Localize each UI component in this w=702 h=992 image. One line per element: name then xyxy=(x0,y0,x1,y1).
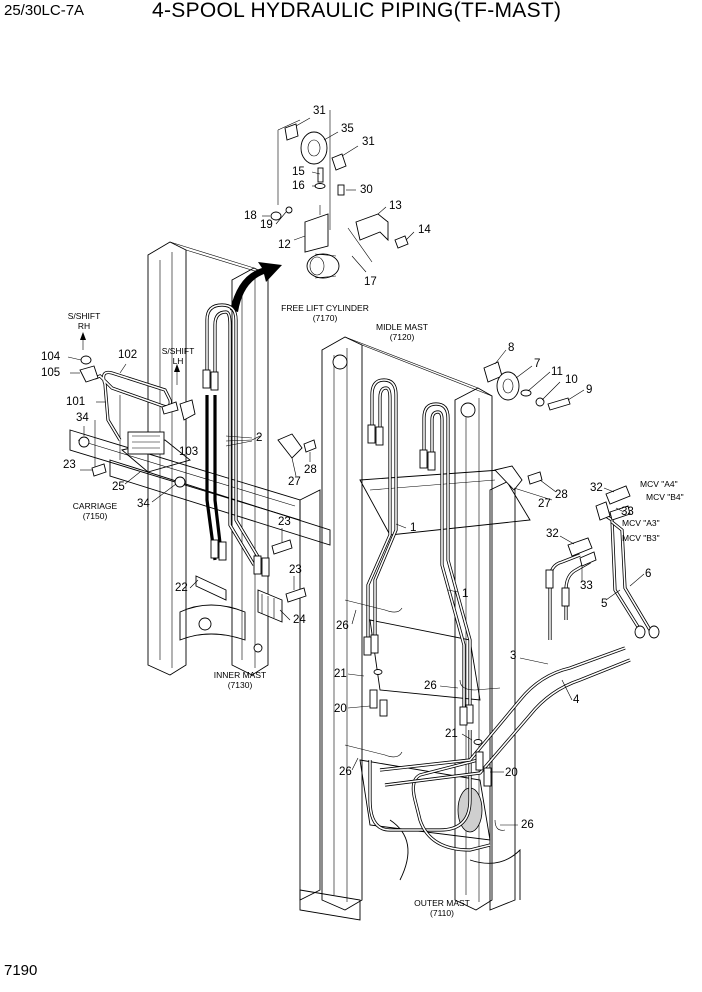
callout-105: 105 xyxy=(41,367,61,379)
free-lift-cylinder-caption: FREE LIFT CYLINDER (7170) xyxy=(270,303,380,323)
midle-mast-caption: MIDLE MAST (7120) xyxy=(362,322,442,342)
callout-34: 34 xyxy=(137,498,150,510)
leader-lines xyxy=(67,117,645,826)
outer-mast-code: (7110) xyxy=(430,908,454,918)
callout-17: 17 xyxy=(364,276,377,288)
mcv-b3-label: MCV "B3" xyxy=(622,533,660,543)
inner-mast-code: (7130) xyxy=(227,680,253,690)
callout-26: 26 xyxy=(521,819,534,831)
callout-9: 9 xyxy=(586,384,593,396)
callout-23: 23 xyxy=(289,564,302,576)
carriage-caption: CARRIAGE (7150) xyxy=(60,501,130,521)
callout-21: 21 xyxy=(334,668,347,680)
callout-12: 12 xyxy=(278,239,291,251)
callout-23: 23 xyxy=(278,516,291,528)
sshift-rh-label: S/SHIFT xyxy=(67,311,101,321)
callout-3: 3 xyxy=(510,650,517,662)
callout-18: 18 xyxy=(244,210,257,222)
callout-21: 21 xyxy=(445,728,458,740)
callout-34: 34 xyxy=(76,412,89,424)
lower-hoses xyxy=(344,485,660,852)
sshift-rh-side: RH xyxy=(77,321,91,331)
sshift-lh-caption: S/SHIFT LH xyxy=(156,346,200,366)
callout-20: 20 xyxy=(505,767,518,779)
callout-103: 103 xyxy=(179,446,199,458)
callout-1: 1 xyxy=(462,588,469,600)
callout-24: 24 xyxy=(293,614,306,626)
callout-5: 5 xyxy=(601,598,608,610)
inner-mast-caption: INNER MAST (7130) xyxy=(200,670,280,690)
callout-27: 27 xyxy=(288,476,301,488)
callout-4: 4 xyxy=(573,694,580,706)
free-lift-sheave-assembly xyxy=(270,110,409,279)
callout-26: 26 xyxy=(424,680,437,692)
callout-33: 33 xyxy=(621,506,634,518)
callout-35: 35 xyxy=(341,123,354,135)
middle-mast-frame xyxy=(321,336,493,911)
callout-1: 1 xyxy=(410,522,417,534)
callout-25: 25 xyxy=(112,481,125,493)
callout-22: 22 xyxy=(175,582,188,594)
page-number: 7190 xyxy=(4,962,38,979)
callout-31: 31 xyxy=(362,136,375,148)
callout-26: 26 xyxy=(336,620,349,632)
outer-mast-frame xyxy=(299,469,531,921)
middle-mast-hoses xyxy=(363,378,543,726)
callout-28: 28 xyxy=(555,489,568,501)
callout-15: 15 xyxy=(292,166,305,178)
carriage-label: CARRIAGE xyxy=(72,501,118,511)
midle-mast-label: MIDLE MAST xyxy=(376,322,428,332)
callout-10: 10 xyxy=(565,374,578,386)
outer-mast-label: OUTER MAST xyxy=(414,898,470,908)
side-shift-hoses xyxy=(78,355,196,488)
mcv-a3-label: MCV "A3" xyxy=(622,518,660,528)
callout-102: 102 xyxy=(118,349,138,361)
callout-7: 7 xyxy=(534,358,541,370)
inner-mast-hoses xyxy=(195,303,317,623)
carriage-code: (7150) xyxy=(82,511,108,521)
sshift-arrows xyxy=(80,332,180,385)
inner-mast-label: INNER MAST xyxy=(213,670,267,680)
carriage-frame xyxy=(69,395,331,546)
mcv-b4-label: MCV "B4" xyxy=(646,492,684,502)
callout-20: 20 xyxy=(334,703,347,715)
callout-6: 6 xyxy=(645,568,652,580)
callout-30: 30 xyxy=(360,184,373,196)
sshift-rh-caption: S/SHIFT RH xyxy=(62,311,106,331)
midle-mast-code: (7120) xyxy=(389,332,415,342)
free-lift-cylinder-label: FREE LIFT CYLINDER xyxy=(281,303,369,313)
mcv-a4-label: MCV "A4" xyxy=(640,479,678,489)
callout-28: 28 xyxy=(304,464,317,476)
free-lift-cylinder-code: (7170) xyxy=(312,313,338,323)
callout-32: 32 xyxy=(590,482,603,494)
callout-16: 16 xyxy=(292,180,305,192)
callout-32: 32 xyxy=(546,528,559,540)
callout-13: 13 xyxy=(389,200,402,212)
model-code: 25/30LC-7A xyxy=(4,2,85,19)
outer-mast-caption: OUTER MAST (7110) xyxy=(402,898,482,918)
callout-8: 8 xyxy=(508,342,515,354)
callout-11: 11 xyxy=(551,366,563,378)
callout-104: 104 xyxy=(41,351,61,363)
callout-33: 33 xyxy=(580,580,593,592)
direction-arrow xyxy=(230,262,282,312)
diagram-title: 4-SPOOL HYDRAULIC PIPING(TF-MAST) xyxy=(152,0,562,22)
sshift-lh-label: S/SHIFT xyxy=(161,346,195,356)
sshift-lh-side: LH xyxy=(172,356,184,366)
callout-31: 31 xyxy=(313,105,326,117)
callout-14: 14 xyxy=(418,224,431,236)
callout-19: 19 xyxy=(260,219,273,231)
inner-mast-frame xyxy=(147,241,269,676)
middle-mast-sheave-parts xyxy=(483,361,571,411)
callout-27: 27 xyxy=(538,498,551,510)
callout-101: 101 xyxy=(66,396,86,408)
callout-23: 23 xyxy=(63,459,76,471)
callout-26: 26 xyxy=(339,766,352,778)
callout-2: 2 xyxy=(256,432,263,444)
